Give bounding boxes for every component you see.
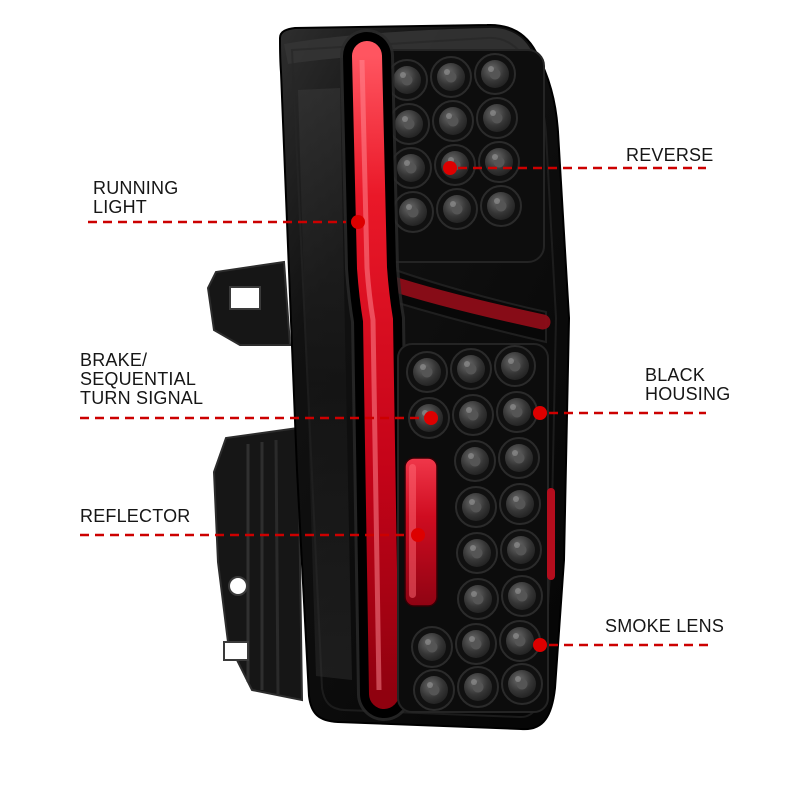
bracket-hole-rect — [229, 286, 261, 310]
label-line: RUNNING — [93, 178, 179, 198]
reverse-led-panel — [373, 49, 545, 263]
housing-sheen — [298, 88, 352, 680]
running-light-bar — [340, 29, 411, 721]
label-line: BRAKE/ — [80, 350, 148, 370]
callout-dot-reverse — [443, 161, 457, 175]
label-line: LIGHT — [93, 197, 148, 217]
callout-label-brake-sequential-turn-signal: BRAKE/ SEQUENTIAL TURN SIGNAL — [80, 351, 203, 408]
callout-dot-running-light — [351, 215, 365, 229]
callout-label-reflector: REFLECTOR — [80, 507, 191, 526]
label-line: REVERSE — [626, 145, 714, 165]
callout-dot-reflector — [411, 528, 425, 542]
label-line: REFLECTOR — [80, 506, 191, 526]
label-line: SEQUENTIAL — [80, 369, 197, 389]
callout-dots — [351, 161, 547, 652]
callout-lines — [80, 166, 714, 647]
callout-label-smoke-lens: SMOKE LENS — [605, 617, 724, 636]
mounting-bracket-lower — [212, 426, 304, 702]
callout-dot-black-housing — [533, 406, 547, 420]
callout-label-black-housing: BLACK HOUSING — [645, 366, 730, 404]
callout-dot-brake — [424, 411, 438, 425]
label-line: HOUSING — [645, 384, 731, 404]
light-bar-branch — [379, 264, 551, 344]
label-line: SMOKE LENS — [605, 616, 725, 636]
mounting-bracket-upper — [206, 260, 292, 346]
bracket-hole-circle — [228, 576, 248, 596]
side-marker-sliver — [547, 488, 555, 580]
callout-label-reverse: REVERSE — [626, 146, 713, 165]
label-line: BLACK — [645, 365, 706, 385]
taillight-illustration — [206, 23, 571, 731]
bracket-hole-square — [223, 641, 249, 661]
callout-label-running-light: RUNNING LIGHT — [93, 179, 178, 217]
label-line: TURN SIGNAL — [80, 388, 204, 408]
callout-dot-smoke-lens — [533, 638, 547, 652]
